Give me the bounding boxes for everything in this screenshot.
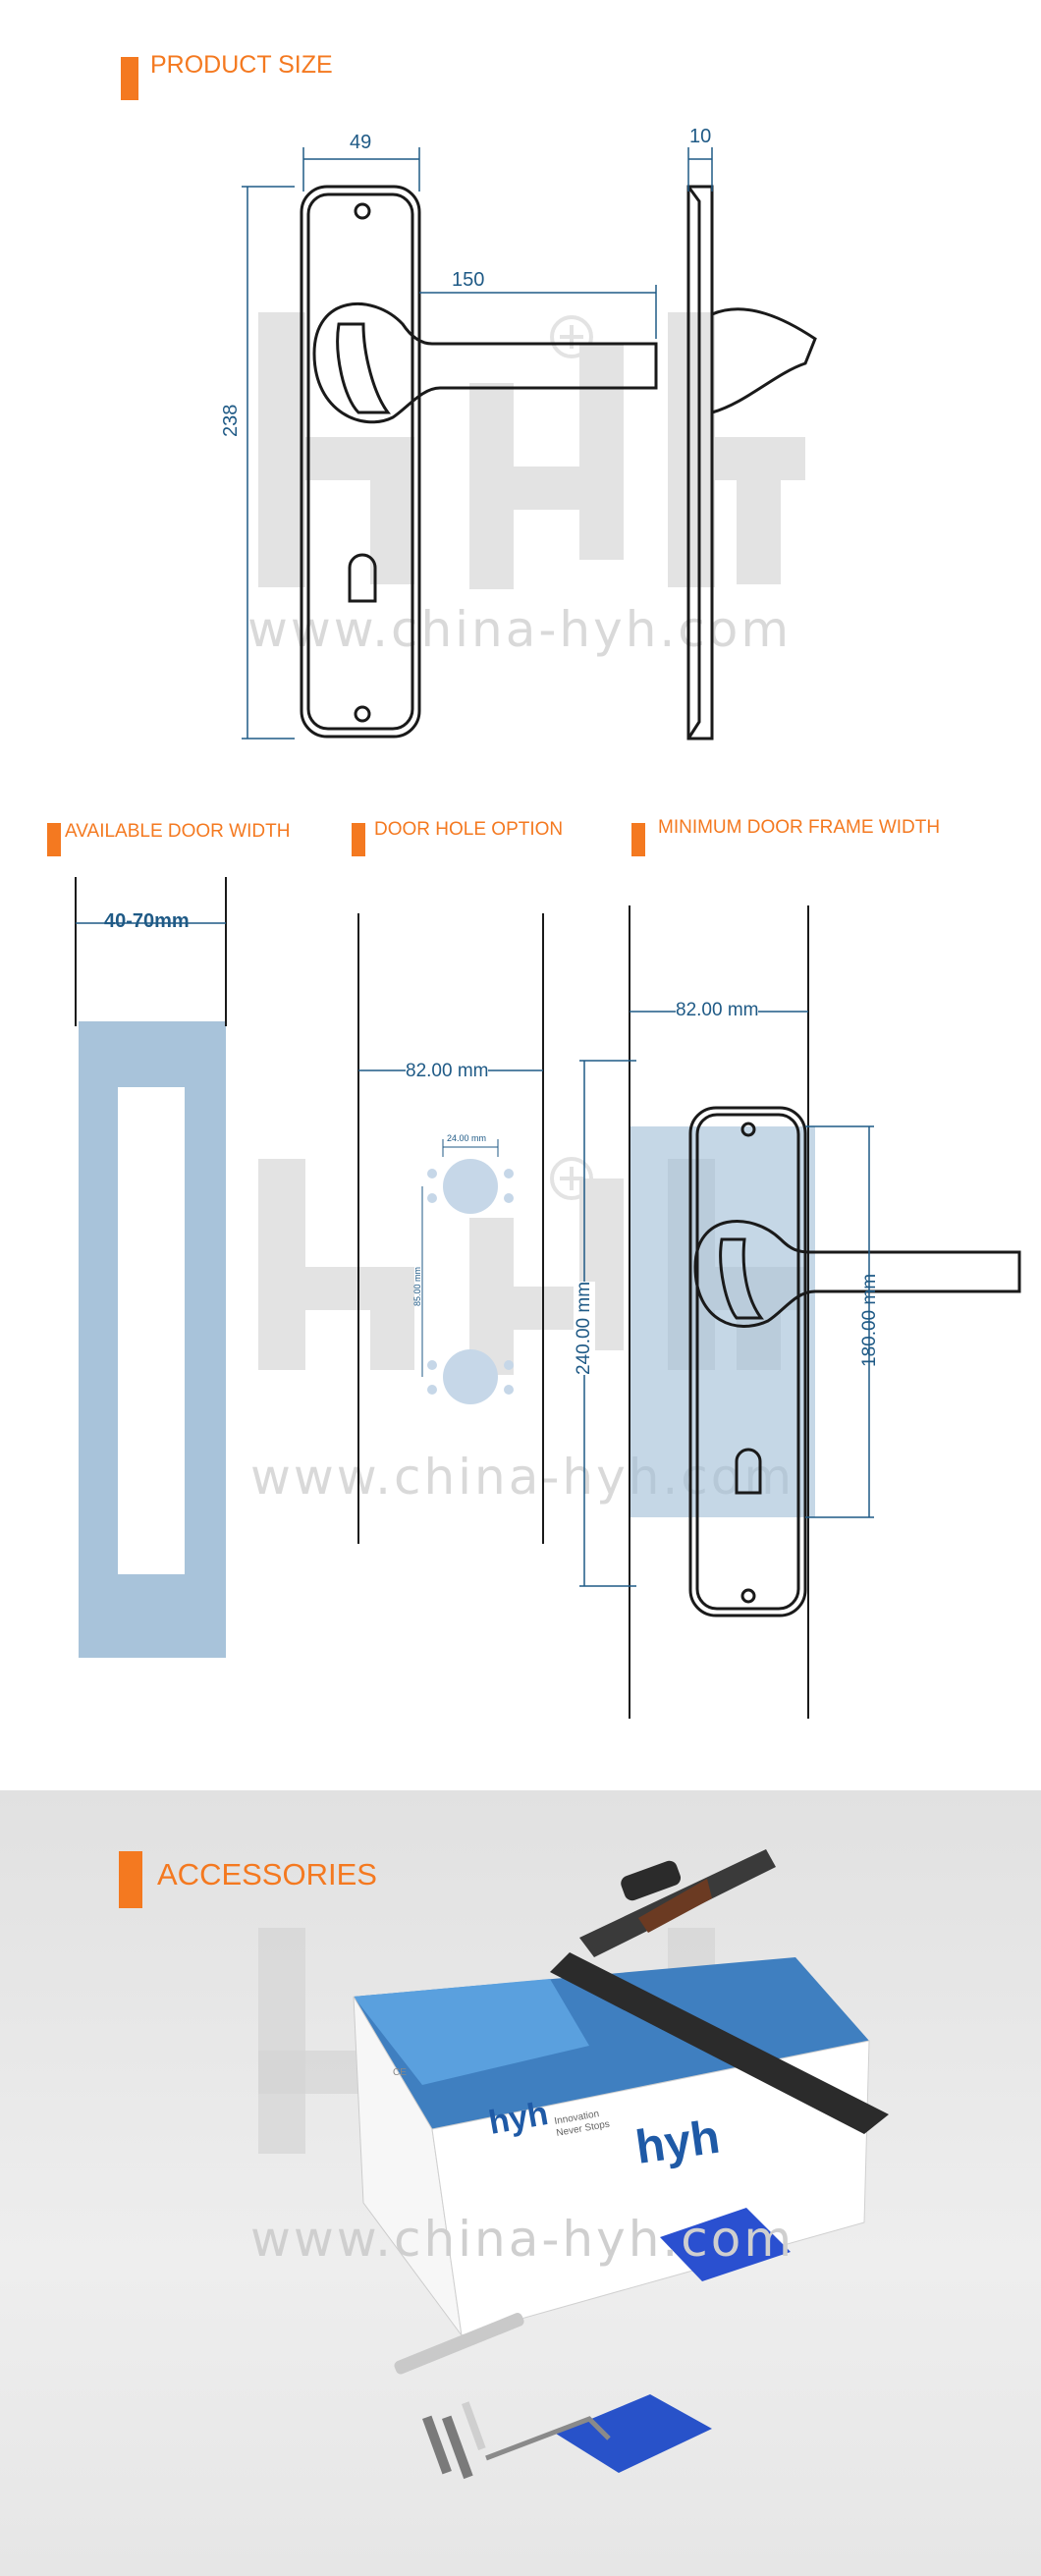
available-door-width-title: AVAILABLE DOOR WIDTH <box>65 821 291 842</box>
box-cert: CE <box>393 2067 407 2078</box>
section-marker <box>119 1851 142 1908</box>
watermark-url: www.china-hyh.com <box>250 2211 795 2268</box>
handle-front-view-drawing <box>242 147 658 740</box>
plate-width-label: 49 <box>350 132 372 153</box>
handle-side-view-drawing <box>686 147 817 740</box>
door-hole-option-title: DOOR HOLE OPTION <box>374 819 564 840</box>
section-marker <box>47 823 61 856</box>
door-hole-width-label: 24.00 mm <box>447 1133 487 1143</box>
frame-plate-height-label: 240.00 mm <box>574 1281 595 1375</box>
accessories-section: ACCESSORIES hyh Innovation Never Stops h… <box>0 1790 1041 2576</box>
box-brand-front: hyh <box>632 2111 723 2174</box>
accessories-title: ACCESSORIES <box>157 1857 377 1891</box>
door-frame-diagram <box>579 905 1021 1719</box>
product-size-title: PRODUCT SIZE <box>150 51 333 79</box>
handle-length-label: 150 <box>452 269 485 291</box>
section-marker <box>352 823 365 856</box>
section-marker <box>631 823 645 856</box>
frame-span-label: 82.00 mm <box>676 1000 759 1021</box>
frame-handle-height-label: 180.00 mm <box>859 1273 880 1367</box>
minimum-door-frame-width-title: MINIMUM DOOR FRAME WIDTH <box>658 817 941 838</box>
section-marker <box>121 57 138 100</box>
door-hole-diagram <box>357 913 544 1544</box>
door-width-diagram <box>75 877 227 1658</box>
door-width-range-label: 40-70mm <box>104 910 190 932</box>
door-hole-span-label: 82.00 mm <box>406 1061 489 1082</box>
product-box: hyh Innovation Never Stops hyh CE <box>353 1849 889 2480</box>
plate-thickness-label: 10 <box>689 126 712 147</box>
hyh-watermark-logo <box>258 312 805 589</box>
